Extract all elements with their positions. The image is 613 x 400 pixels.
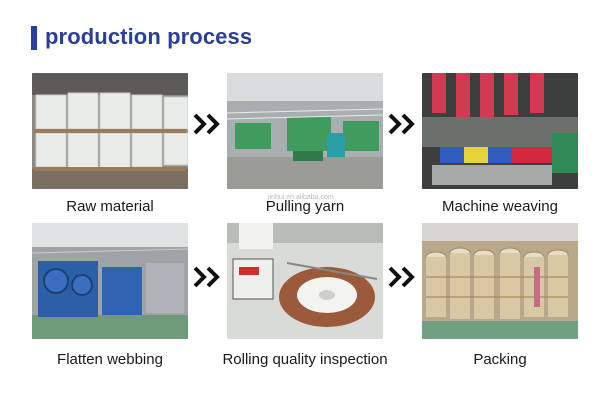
double-chevron-right-icon	[388, 113, 416, 135]
raw-material-photo	[32, 73, 188, 189]
step-label-pulling-yarn: Pulling yarn	[265, 198, 345, 215]
double-chevron-right-icon	[193, 266, 221, 288]
machine-weaving-photo	[422, 73, 578, 189]
step-label-raw-material: Raw material	[66, 198, 154, 215]
pulling-yarn-photo	[227, 73, 383, 189]
page-title: production process	[45, 24, 253, 49]
step-label-rolling-quality-inspection: Rolling quality inspection	[222, 351, 388, 368]
double-chevron-right-icon	[388, 266, 416, 288]
step-label-packing: Packing	[473, 351, 527, 368]
title-accent-bar	[31, 26, 37, 50]
flatten-webbing-photo	[32, 223, 188, 339]
packing-photo	[422, 223, 578, 339]
rolling-quality-inspection-photo	[227, 223, 383, 339]
double-chevron-right-icon	[193, 113, 221, 135]
step-label-machine-weaving: Machine weaving	[442, 198, 558, 215]
step-label-flatten-webbing: Flatten webbing	[57, 351, 163, 368]
watermark: jinhui.en.alibaba.com	[268, 194, 334, 201]
